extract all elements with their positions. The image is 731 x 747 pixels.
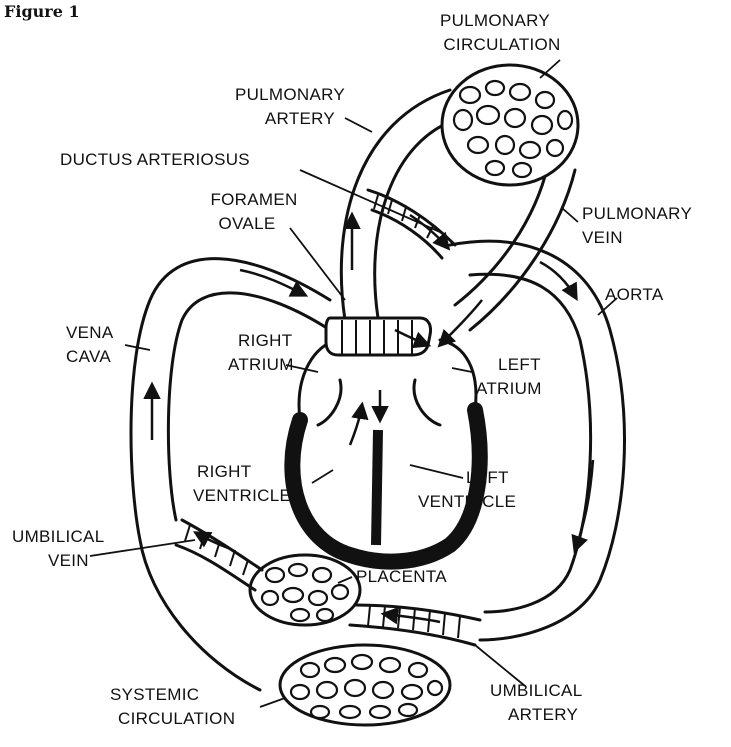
pulmonary-vein-vessel xyxy=(455,165,575,330)
label-umbilical-vein-2: VEIN xyxy=(48,551,89,570)
label-umbilical-artery-2: ARTERY xyxy=(508,705,578,724)
systemic-circulation-sac xyxy=(280,645,450,725)
label-umbilical-artery-1: UMBILICAL xyxy=(490,681,582,700)
labels: PULMONARY CIRCULATION PULMONARY ARTERY D… xyxy=(12,11,692,728)
label-pulmonary-artery-1: PULMONARY xyxy=(235,85,345,104)
label-pulmonary-circulation-2: CIRCULATION xyxy=(443,35,560,54)
label-systemic-circulation-1: SYSTEMIC xyxy=(110,685,199,704)
arrow-vena-cava-in xyxy=(240,270,305,295)
label-pulmonary-vein-1: PULMONARY xyxy=(582,204,692,223)
label-pulmonary-vein-2: VEIN xyxy=(582,228,623,247)
pulmonary-circulation-sac xyxy=(442,65,578,185)
label-right-atrium-2: ATRIUM xyxy=(228,355,294,374)
label-ductus-arteriosus: DUCTUS ARTERIOSUS xyxy=(60,150,250,169)
label-right-ventricle-2: VENTRICLE xyxy=(193,486,291,505)
label-foramen-ovale-1: FORAMEN xyxy=(210,190,297,209)
arrow-right-ventricle xyxy=(350,405,362,445)
label-foramen-ovale-2: OVALE xyxy=(219,214,276,233)
label-systemic-circulation-2: CIRCULATION xyxy=(118,709,235,728)
umbilical-vein-vessel xyxy=(176,520,262,590)
label-left-ventricle-2: VENTRICLE xyxy=(418,492,516,511)
placenta-sac xyxy=(250,555,360,625)
label-aorta: AORTA xyxy=(605,285,664,304)
arrow-pulmonary-vein xyxy=(440,300,482,345)
label-left-ventricle-1: LEFT xyxy=(466,468,509,487)
arrow-umbilical-artery xyxy=(384,614,440,622)
ductus-arteriosus-vessel xyxy=(368,190,455,258)
label-left-atrium-1: LEFT xyxy=(498,355,541,374)
umbilical-artery-vessel xyxy=(350,605,480,645)
label-vena-cava-2: CAVA xyxy=(66,347,111,366)
label-vena-cava-1: VENA xyxy=(66,323,114,342)
label-umbilical-vein-1: UMBILICAL xyxy=(12,527,104,546)
label-right-atrium-1: RIGHT xyxy=(238,331,292,350)
label-pulmonary-circulation-1: PULMONARY xyxy=(440,11,550,30)
heart xyxy=(292,318,479,562)
figure-title: Figure 1 xyxy=(4,2,80,21)
label-right-ventricle-1: RIGHT xyxy=(197,462,251,481)
label-left-atrium-2: ATRIUM xyxy=(476,379,542,398)
label-pulmonary-artery-2: ARTERY xyxy=(265,109,335,128)
label-placenta: PLACENTA xyxy=(356,567,447,586)
